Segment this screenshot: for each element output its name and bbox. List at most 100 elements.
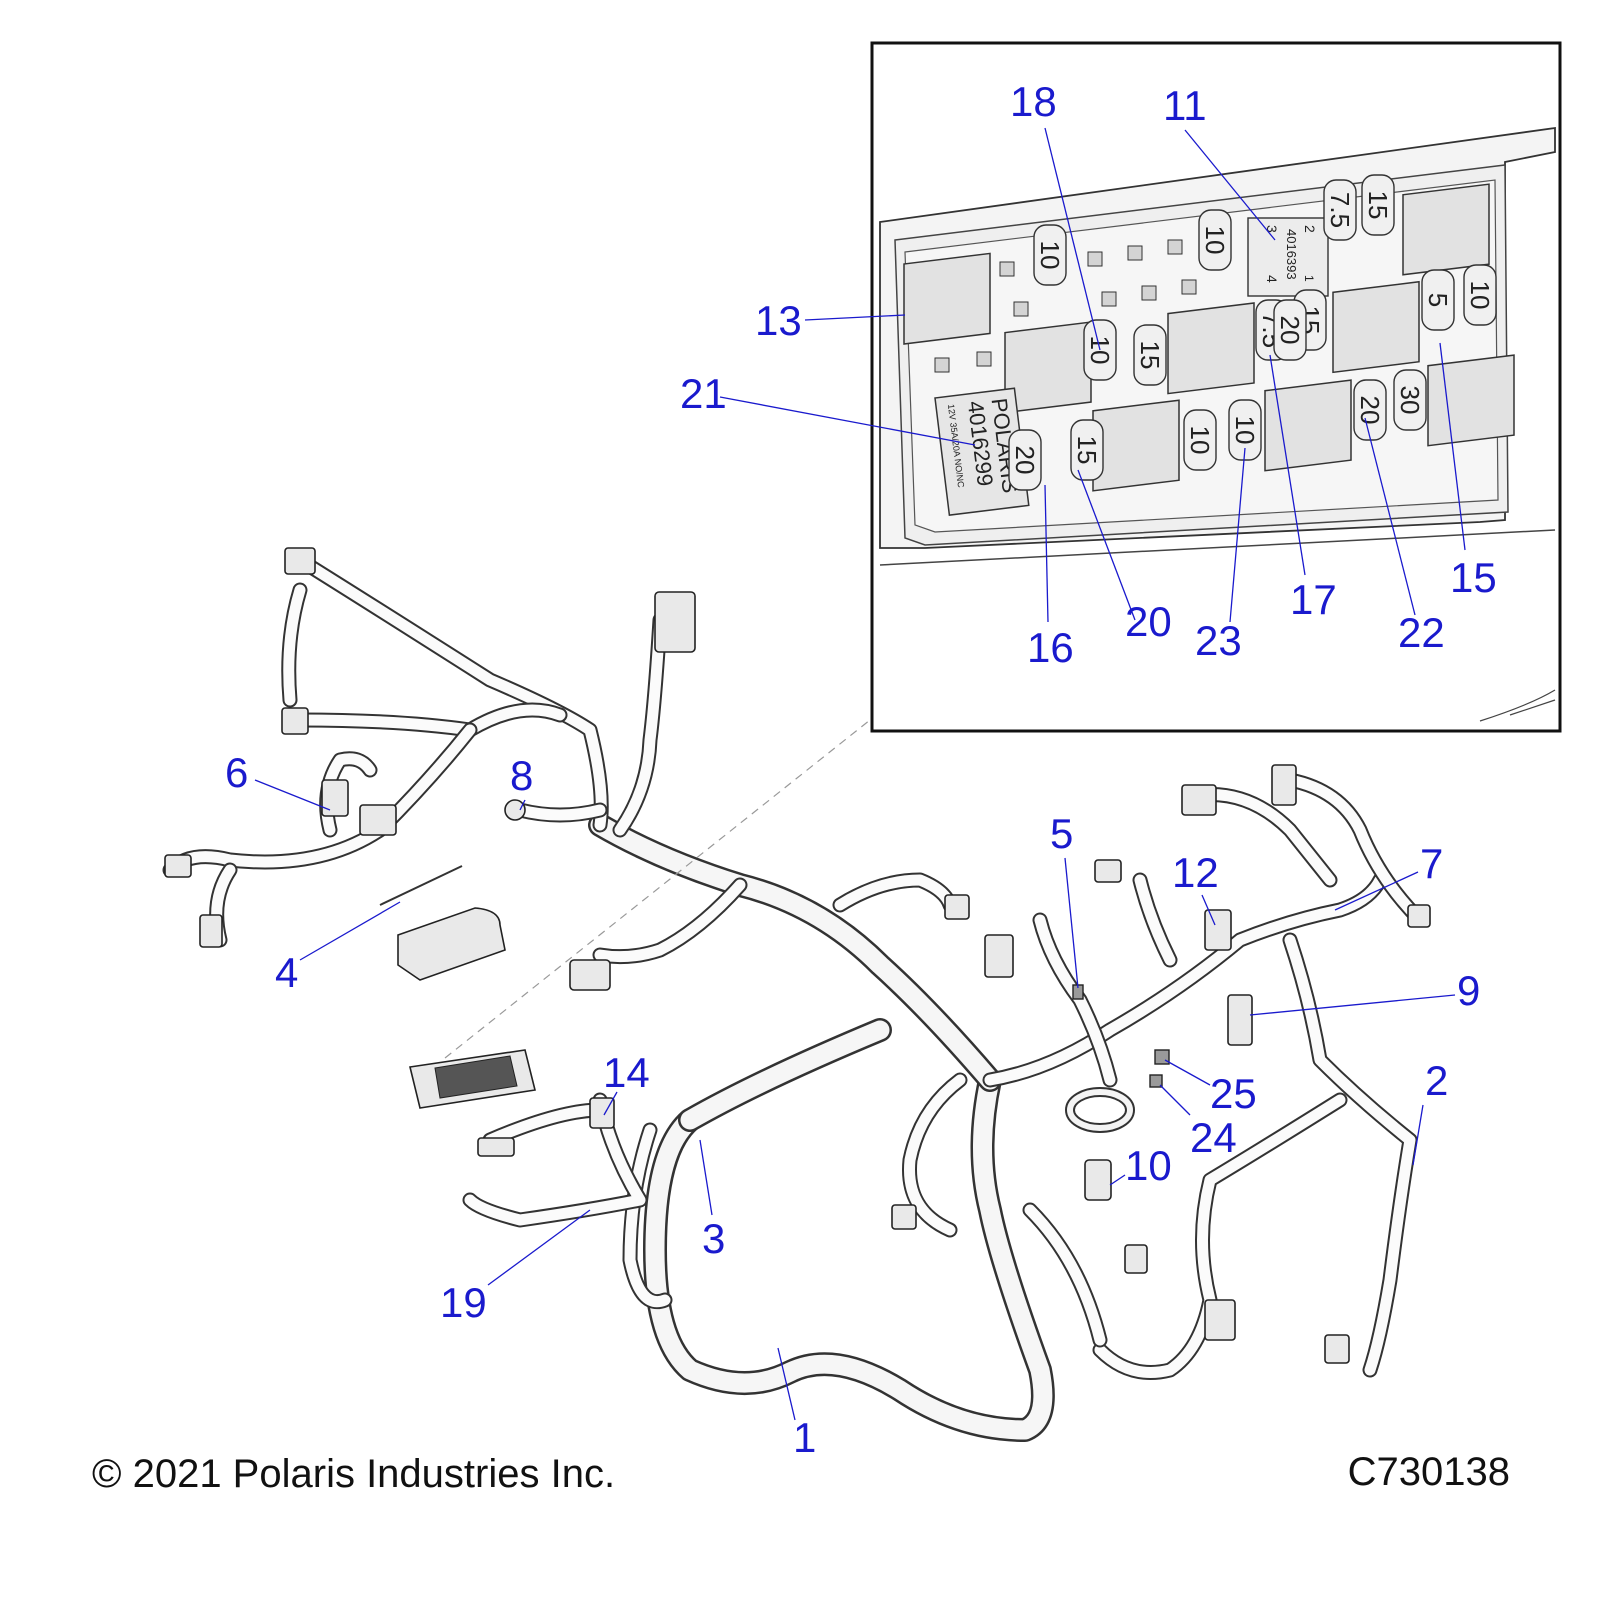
- callout-17: 17: [1290, 576, 1337, 623]
- leader-line-14: [603, 1091, 618, 1116]
- callout-14: 14: [603, 1049, 650, 1096]
- callout-25: 25: [1210, 1070, 1257, 1117]
- callouts: 1234567891011121314151617181920212223242…: [225, 78, 1497, 1461]
- callout-5: 5: [1050, 810, 1073, 857]
- connector-10: [1084, 1159, 1112, 1201]
- fuse-1: 10: [1033, 224, 1067, 286]
- leader-line-13: [804, 314, 906, 321]
- connector-8: [504, 799, 526, 821]
- figure-code: C730138: [1347, 1450, 1510, 1494]
- leader-line-25: [1164, 1059, 1211, 1086]
- callout-2: 2: [1425, 1057, 1448, 1104]
- callout-15: 15: [1450, 554, 1497, 601]
- connector-upper-right: [1094, 859, 1122, 883]
- leader-line-16: [1044, 484, 1049, 623]
- leader-line-18: [1044, 127, 1101, 351]
- connector-mid-grid: [984, 934, 1014, 978]
- small-relay-pin-1: 1: [1302, 275, 1316, 282]
- connector-far-left: [164, 854, 192, 878]
- svg-text:7.5: 7.5: [1325, 192, 1355, 228]
- callout-3: 3: [702, 1215, 725, 1262]
- fuse-box-cover: [397, 907, 506, 981]
- svg-text:10: 10: [1465, 281, 1495, 310]
- callout-10: 10: [1125, 1142, 1172, 1189]
- fuse-box-inset: POLARIS 4016299 12V 35A/20A NO/NC 2 1 40…: [870, 41, 1562, 733]
- connector-9: [1227, 994, 1253, 1046]
- callout-21: 21: [680, 370, 727, 417]
- svg-text:20: 20: [1355, 396, 1385, 425]
- leader-line-8: [519, 799, 526, 811]
- fuse-4: 7.5: [1323, 179, 1357, 241]
- small-relay-pin-3: 3: [1264, 225, 1280, 233]
- connector-low-right: [1204, 1299, 1236, 1341]
- small-relay-pin-2: 2: [1302, 225, 1318, 233]
- leader-line-12: [1201, 894, 1216, 926]
- leader-line-22: [1364, 417, 1416, 616]
- callout-6: 6: [225, 749, 248, 796]
- fuse-5: 15: [1361, 174, 1395, 236]
- svg-text:20: 20: [1275, 316, 1305, 345]
- leader-line-6: [254, 779, 331, 811]
- svg-text:20: 20: [1010, 446, 1040, 475]
- connector-6: [321, 779, 349, 817]
- connector-6b: [359, 804, 397, 836]
- callout-16: 16: [1027, 624, 1074, 671]
- svg-text:10: 10: [1185, 426, 1215, 455]
- connector-2: [1324, 1334, 1350, 1364]
- fuse-10: 10: [1183, 409, 1217, 471]
- connector-7a: [1181, 784, 1217, 816]
- fuse-13: 15: [1133, 324, 1167, 386]
- callout-11: 11: [1163, 82, 1207, 129]
- leader-line-17: [1269, 354, 1306, 576]
- leader-line-4: [299, 901, 401, 961]
- leader-line-2: [1412, 1104, 1424, 1166]
- connector-top-left: [284, 547, 316, 575]
- small-relay-part-label: 4016393: [1284, 229, 1299, 280]
- fuse-3: 10: [1198, 209, 1232, 271]
- connector-12: [1204, 909, 1232, 951]
- svg-text:15: 15: [1135, 341, 1165, 370]
- svg-text:5: 5: [1423, 293, 1453, 307]
- small-relay-pin-4: 4: [1264, 275, 1280, 283]
- fuse-9: 10: [1463, 264, 1497, 326]
- callout-18: 18: [1010, 78, 1057, 125]
- callout-7: 7: [1420, 840, 1443, 887]
- callout-8: 8: [510, 752, 533, 799]
- callout-20: 20: [1125, 598, 1172, 645]
- svg-text:15: 15: [1363, 191, 1393, 220]
- leader-line-1: [777, 1347, 796, 1421]
- leader-line-20: [1077, 469, 1136, 621]
- leader-line-7: [1334, 871, 1419, 911]
- connector-left-mid: [281, 707, 309, 735]
- connector-mid-left: [569, 959, 611, 991]
- fuse-box-small: [409, 1049, 536, 1109]
- copyright-text: © 2021 Polaris Industries Inc.: [92, 1452, 616, 1496]
- callout-9: 9: [1457, 967, 1480, 1014]
- clip-24: [1149, 1074, 1163, 1088]
- svg-text:30: 30: [1395, 386, 1425, 415]
- clip-25: [1154, 1049, 1170, 1065]
- svg-text:10: 10: [1230, 416, 1260, 445]
- svg-text:10: 10: [1035, 241, 1065, 270]
- leader-line-19: [487, 1209, 591, 1286]
- svg-text:10: 10: [1200, 226, 1230, 255]
- fuse-12: 20: [1008, 429, 1042, 491]
- leader-line-24: [1159, 1084, 1191, 1116]
- svg-text:15: 15: [1072, 436, 1102, 465]
- connector-mid: [944, 894, 970, 920]
- fuse-15: 20: [1353, 379, 1387, 441]
- connector-14: [589, 1097, 615, 1129]
- main-harness: [162, 552, 1428, 1442]
- fuse-14: 10: [1228, 399, 1262, 461]
- connectors: [164, 547, 1431, 1364]
- leader-line-21: [719, 396, 976, 446]
- fuse-8: 5: [1421, 269, 1455, 331]
- leader-line-10: [1109, 1174, 1126, 1186]
- callout-19: 19: [440, 1279, 487, 1326]
- leader-line-9: [1249, 994, 1456, 1016]
- connector-low-mid-left: [891, 1204, 917, 1230]
- callout-22: 22: [1398, 609, 1445, 656]
- callout-12: 12: [1172, 849, 1219, 896]
- callout-4: 4: [275, 949, 298, 996]
- connector-right: [1407, 904, 1431, 928]
